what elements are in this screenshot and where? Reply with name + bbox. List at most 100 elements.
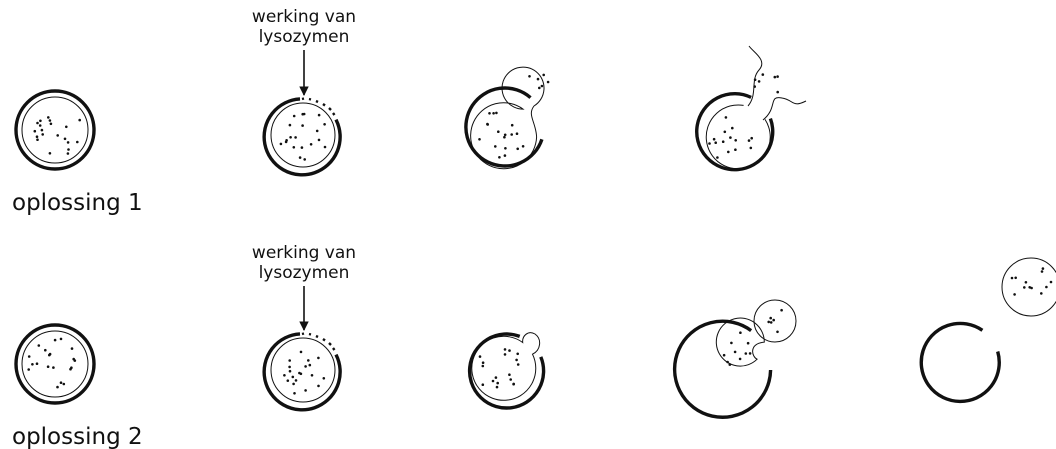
cell-intact	[14, 323, 96, 405]
particle-dot	[283, 374, 286, 377]
cytoplasm-particles	[27, 337, 77, 389]
particle-dot	[35, 362, 39, 366]
particle-dot	[538, 86, 541, 90]
particle-dot	[1024, 281, 1028, 284]
particle-dot	[307, 359, 310, 362]
annotation-line1: werking van	[252, 7, 356, 27]
annotation-row-2: werking van lysozymen	[252, 243, 356, 331]
row-label-oplossing-1: oplossing 1	[12, 190, 143, 216]
particle-dot	[70, 347, 74, 350]
particle-dot	[301, 124, 304, 127]
particle-dot	[721, 140, 725, 143]
particle-dot	[767, 320, 770, 324]
particle-dot	[481, 364, 485, 368]
particle-dot	[738, 357, 742, 361]
cell-wall	[14, 89, 96, 171]
cell-small-bulge	[467, 332, 546, 410]
cell-bulging	[464, 66, 550, 170]
particle-dot	[776, 330, 779, 334]
particle-dot	[516, 352, 519, 356]
particle-dot	[515, 132, 519, 135]
particle-dot	[722, 353, 726, 357]
particle-dot	[300, 146, 304, 149]
particle-dot	[56, 385, 59, 389]
empty-cell-wall	[919, 321, 1001, 404]
particle-dot	[750, 136, 753, 140]
particle-dot	[49, 122, 53, 126]
particle-dot	[285, 139, 288, 142]
particle-dot	[53, 338, 57, 342]
particle-dot	[714, 141, 717, 144]
cell-wall-attacked	[262, 97, 342, 177]
particle-dot	[1049, 280, 1053, 284]
cytoplasm-particles	[708, 116, 753, 159]
particle-dot	[70, 366, 73, 370]
particle-dot	[478, 138, 481, 141]
cell-wall	[262, 332, 342, 412]
particle-dot	[288, 359, 292, 362]
particle-dot	[512, 382, 515, 386]
protoplast-escaping	[672, 299, 797, 419]
cytoplasm-particles	[283, 350, 326, 395]
particle-dot	[744, 352, 748, 355]
particle-dot	[317, 113, 321, 117]
particle-dot	[66, 152, 70, 155]
particle-dot	[315, 129, 319, 133]
particle-dot	[59, 337, 63, 341]
particle-dot	[41, 133, 44, 136]
particle-dot	[310, 374, 314, 377]
particle-dot	[495, 111, 498, 115]
particle-dot	[31, 363, 34, 366]
cell-membrane	[270, 102, 336, 168]
particle-dot	[56, 134, 59, 137]
particle-dot	[769, 316, 772, 320]
leaking-particles	[753, 73, 779, 94]
particle-dot	[303, 158, 307, 161]
row-label-oplossing-2: oplossing 2	[12, 424, 143, 449]
particle-dot	[288, 123, 292, 127]
particle-dot	[35, 135, 39, 138]
particle-dot	[503, 353, 507, 356]
degraded-wall-fragments	[301, 332, 336, 351]
cell-wall	[919, 321, 1001, 404]
particle-dot	[776, 75, 779, 78]
cell-intact	[14, 89, 96, 171]
particle-dot	[59, 381, 63, 385]
particle-dot	[503, 135, 506, 139]
particle-dot	[76, 140, 79, 144]
particle-dot	[498, 156, 501, 159]
particle-dot	[495, 385, 499, 389]
particle-dot	[726, 360, 729, 364]
particle-dot	[478, 355, 482, 358]
protoplast-particles	[722, 331, 752, 366]
particle-dot	[528, 75, 531, 78]
particle-dot	[27, 355, 31, 358]
particle-dot	[1045, 285, 1048, 289]
particle-dot	[292, 382, 295, 386]
particle-dot	[724, 116, 728, 119]
cell-wall	[14, 323, 96, 405]
particle-dot	[292, 146, 296, 149]
particle-dot	[508, 349, 511, 352]
particle-dot	[716, 156, 719, 159]
particle-dot	[304, 365, 307, 368]
particle-dot	[769, 321, 773, 324]
particle-dot	[494, 376, 498, 379]
particle-dot	[734, 139, 737, 142]
particle-dot	[36, 121, 39, 125]
cell-membrane	[270, 337, 336, 403]
particle-dot	[494, 145, 497, 148]
particle-dot	[753, 85, 756, 88]
particle-dot	[298, 371, 301, 375]
particle-dot	[780, 308, 783, 312]
particle-dot	[503, 133, 507, 137]
particle-dot	[36, 138, 39, 141]
cell-wall	[262, 97, 342, 177]
particle-dot	[47, 116, 50, 119]
particle-dot	[510, 133, 513, 136]
particle-dot	[304, 389, 307, 392]
particle-dot	[48, 352, 52, 356]
particle-dot	[78, 118, 81, 122]
cell-membrane	[705, 104, 771, 170]
particle-dot	[749, 146, 753, 150]
